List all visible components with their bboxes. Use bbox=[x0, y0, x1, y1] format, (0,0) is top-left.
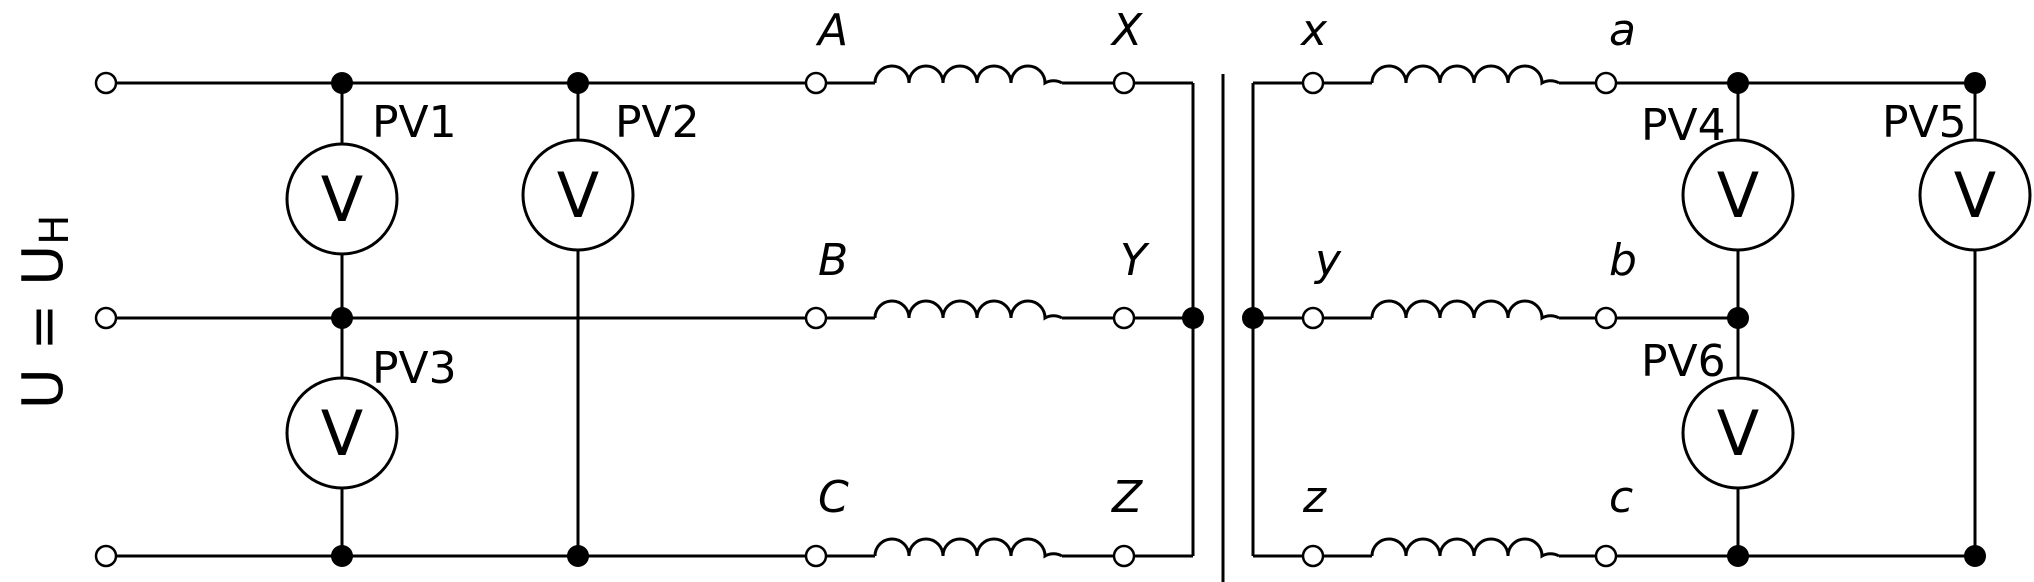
junction-node bbox=[331, 72, 353, 94]
winding-terminal-B bbox=[804, 306, 828, 330]
supply-voltage-text: U = U bbox=[11, 245, 76, 410]
svg-text:U = UН: U = UН bbox=[11, 215, 78, 410]
winding-terminal-x bbox=[1301, 71, 1325, 95]
winding-terminal-Z bbox=[1112, 544, 1136, 568]
terminal-label-a: a bbox=[1609, 5, 1636, 56]
voltmeter-symbol: V bbox=[1717, 397, 1759, 470]
winding-terminal-X bbox=[1112, 71, 1136, 95]
junction-node bbox=[1727, 72, 1749, 94]
voltmeter-tag: PV6 bbox=[1641, 336, 1726, 387]
voltmeter-pv5: V PV5 bbox=[1882, 97, 2032, 252]
winding-terminal-y bbox=[1301, 306, 1325, 330]
voltmeter-symbol: V bbox=[321, 397, 363, 470]
junction-nodes bbox=[331, 72, 1986, 567]
voltmeter-tag: PV5 bbox=[1882, 97, 1967, 148]
junction-node bbox=[331, 307, 353, 329]
voltmeter-pv6: V PV6 bbox=[1641, 336, 1795, 490]
winding-terminal-z bbox=[1301, 544, 1325, 568]
junction-node bbox=[567, 72, 589, 94]
terminal-label-A: A bbox=[815, 5, 848, 56]
terminal-label-C: C bbox=[818, 472, 849, 523]
voltmeter-pv3: V PV3 bbox=[285, 343, 457, 490]
junction-node bbox=[1964, 545, 1986, 567]
voltmeter-tag: PV4 bbox=[1641, 100, 1726, 151]
junction-node bbox=[567, 545, 589, 567]
terminal-label-c: c bbox=[1609, 472, 1633, 523]
terminal-label-Y: Y bbox=[1120, 235, 1150, 286]
primary-winding-a bbox=[816, 64, 1124, 86]
terminal-label-B: B bbox=[818, 235, 848, 286]
secondary-winding-c bbox=[1323, 537, 1606, 559]
input-terminal bbox=[94, 71, 118, 95]
voltmeter-symbol: V bbox=[1954, 159, 1996, 232]
terminal-label-b: b bbox=[1609, 235, 1637, 286]
junction-node bbox=[1727, 307, 1749, 329]
voltmeter-tag: PV3 bbox=[372, 343, 457, 394]
secondary-winding-a bbox=[1323, 64, 1606, 86]
winding-terminal-a bbox=[1594, 71, 1618, 95]
winding-terminal-A bbox=[804, 71, 828, 95]
voltmeter-pv4: V PV4 bbox=[1641, 100, 1795, 252]
voltmeter-tag: PV2 bbox=[615, 97, 700, 148]
voltmeter-symbol: V bbox=[557, 159, 599, 232]
junction-node bbox=[1727, 545, 1749, 567]
voltmeter-symbol: V bbox=[321, 163, 363, 236]
voltmeter-pv1: V PV1 bbox=[285, 97, 457, 256]
voltmeter-tag: PV1 bbox=[372, 97, 457, 148]
junction-node bbox=[331, 545, 353, 567]
winding-terminal-b bbox=[1594, 306, 1618, 330]
junction-node bbox=[1964, 72, 1986, 94]
supply-voltage-label: U = UН bbox=[11, 215, 78, 410]
supply-voltage-subscript: Н bbox=[32, 215, 78, 245]
junction-node bbox=[1182, 307, 1204, 329]
terminal-label-x: x bbox=[1299, 5, 1328, 56]
winding-terminal-C bbox=[804, 544, 828, 568]
primary-winding-b bbox=[816, 299, 1124, 321]
junction-node bbox=[1242, 307, 1264, 329]
input-terminal bbox=[94, 306, 118, 330]
primary-wiring bbox=[115, 81, 1195, 558]
terminal-label-X: X bbox=[1110, 5, 1143, 56]
terminal-label-Z: Z bbox=[1111, 472, 1143, 523]
secondary-winding-b bbox=[1323, 299, 1606, 321]
primary-winding-c bbox=[816, 537, 1124, 559]
terminal-label-z: z bbox=[1302, 472, 1327, 523]
winding-terminal-Y bbox=[1112, 306, 1136, 330]
terminal-label-y: y bbox=[1313, 235, 1342, 286]
input-terminal bbox=[94, 544, 118, 568]
voltmeter-pv2: V PV2 bbox=[521, 97, 700, 252]
voltmeter-symbol: V bbox=[1717, 159, 1759, 232]
winding-terminal-c bbox=[1594, 544, 1618, 568]
